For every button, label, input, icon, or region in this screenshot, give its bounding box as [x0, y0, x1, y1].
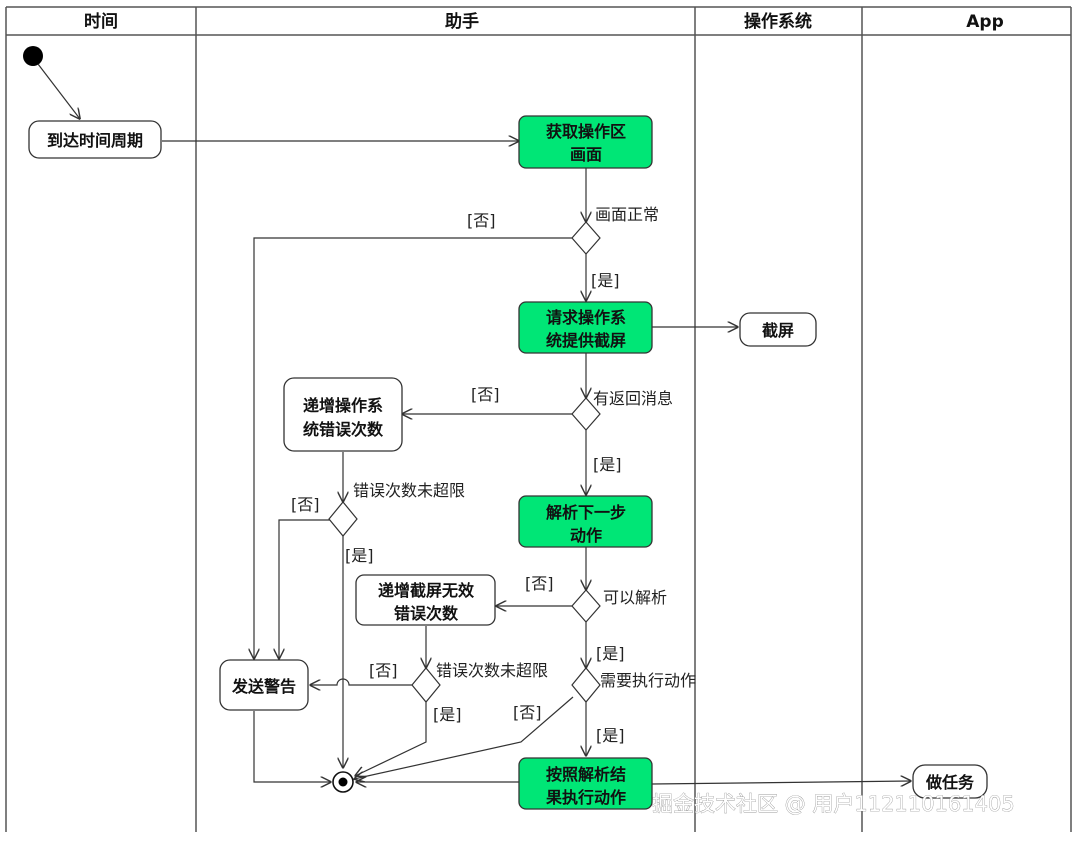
guard-no-2: [否] — [471, 385, 500, 404]
guard-has-reply: 有返回消息 — [593, 389, 673, 408]
lane-header-time: 时间 — [84, 11, 118, 32]
decision-has-reply — [571, 397, 601, 431]
guard-screen-ok: 画面正常 — [595, 205, 659, 224]
guard-no-1: [否] — [467, 211, 496, 230]
swimlane-frame — [5, 6, 1072, 832]
guard-yes-1: [是] — [591, 271, 620, 290]
action-send-alert: 发送警告 — [219, 659, 309, 711]
guard-yes-2: [是] — [593, 455, 622, 474]
action-inc-os-error: 递增操作系 统错误次数 — [283, 377, 403, 452]
watermark: 掘金技术社区 @ 用户112110161405 — [652, 792, 1015, 816]
action-screenshot: 截屏 — [739, 312, 817, 347]
decision-os-error-limit — [328, 501, 358, 537]
action-send-alert-label: 发送警告 — [231, 677, 296, 696]
action-do-task: 做任务 — [912, 764, 988, 799]
action-execute-action: 按照解析结 果执行动作 — [518, 757, 653, 810]
decision-invalid-error-limit — [411, 667, 441, 703]
action-get-screen-line2: 画面 — [570, 145, 602, 164]
action-inc-os-error-line1: 递增操作系 — [303, 396, 383, 415]
action-get-screen-line1: 获取操作区 — [546, 122, 626, 141]
edges — [37, 63, 911, 784]
action-execute-action-line1: 按照解析结 — [546, 765, 626, 784]
action-inc-invalid-error-line1: 递增截屏无效 — [378, 581, 474, 600]
lane-header-os: 操作系统 — [744, 11, 812, 32]
decision-nodes — [328, 221, 601, 703]
action-request-screenshot-line1: 请求操作系 — [546, 308, 626, 327]
lane-header-app: App — [966, 12, 1004, 32]
guard-labels: 画面正常 [否] [是] 有返回消息 [否] [是] 错误次数未超限 [否] [… — [291, 205, 696, 745]
decision-can-parse — [571, 589, 601, 623]
action-get-screen: 获取操作区 画面 — [518, 115, 653, 169]
action-request-screenshot-line2: 统提供截屏 — [546, 331, 626, 350]
action-inc-invalid-error-line2: 错误次数 — [394, 604, 459, 623]
guard-need-action: 需要执行动作 — [600, 671, 696, 690]
decision-screen-ok — [571, 221, 601, 255]
guard-no-5: [否] — [369, 661, 398, 680]
guard-os-error-limit: 错误次数未超限 — [353, 481, 465, 500]
guard-no-6: [否] — [513, 703, 542, 722]
action-parse-next-line1: 解析下一步 — [546, 503, 626, 522]
action-request-screenshot: 请求操作系 统提供截屏 — [518, 301, 653, 354]
guard-can-parse: 可以解析 — [603, 588, 667, 607]
action-inc-invalid-error: 递增截屏无效 错误次数 — [355, 574, 496, 626]
action-parse-next: 解析下一步 动作 — [518, 495, 653, 548]
guard-yes-6: [是] — [596, 726, 625, 745]
guard-invalid-error-limit: 错误次数未超限 — [436, 661, 548, 680]
guard-yes-5: [是] — [433, 705, 462, 724]
action-screenshot-label: 截屏 — [762, 321, 794, 340]
guard-no-4: [否] — [525, 574, 554, 593]
guard-yes-4: [是] — [596, 644, 625, 663]
action-do-task-label: 做任务 — [925, 773, 975, 792]
final-node — [332, 771, 354, 793]
lane-header-assistant: 助手 — [445, 11, 479, 32]
initial-node — [23, 46, 43, 66]
action-reach-period: 到达时间周期 — [28, 120, 162, 159]
guard-no-3: [否] — [291, 495, 320, 514]
guard-yes-3: [是] — [345, 546, 374, 565]
action-reach-period-label: 到达时间周期 — [47, 131, 143, 150]
action-execute-action-line2: 果执行动作 — [545, 788, 626, 807]
action-inc-os-error-line2: 统错误次数 — [303, 420, 384, 439]
decision-need-action — [571, 667, 601, 703]
action-parse-next-line2: 动作 — [570, 526, 602, 545]
